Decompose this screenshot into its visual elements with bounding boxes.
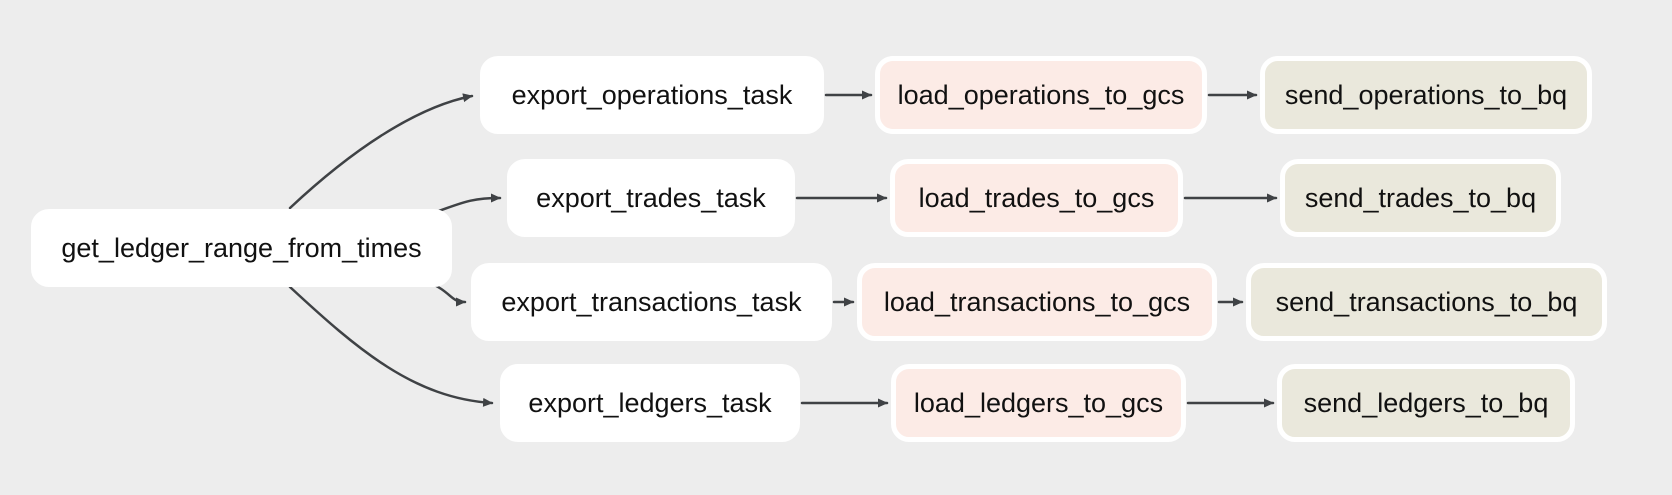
node-export-trades-task[interactable]: export_trades_task [507,159,795,237]
node-export-transactions-task[interactable]: export_transactions_task [471,263,832,341]
node-export-operations-task[interactable]: export_operations_task [480,56,824,134]
edge-root-to-export-ledgers [288,285,494,407]
node-get-ledger-range-from-times[interactable]: get_ledger_range_from_times [31,209,452,287]
node-load-trades-to-gcs[interactable]: load_trades_to_gcs [890,159,1183,237]
node-send-trades-to-bq[interactable]: send_trades_to_bq [1280,159,1561,237]
edge-root-to-export-operations [288,93,474,210]
node-load-transactions-to-gcs[interactable]: load_transactions_to_gcs [857,263,1217,341]
node-send-transactions-to-bq[interactable]: send_transactions_to_bq [1246,263,1607,341]
node-send-operations-to-bq[interactable]: send_operations_to_bq [1260,56,1592,134]
node-send-ledgers-to-bq[interactable]: send_ledgers_to_bq [1277,364,1575,442]
node-load-ledgers-to-gcs[interactable]: load_ledgers_to_gcs [891,364,1186,442]
node-export-ledgers-task[interactable]: export_ledgers_task [500,364,800,442]
node-load-operations-to-gcs[interactable]: load_operations_to_gcs [875,56,1207,134]
